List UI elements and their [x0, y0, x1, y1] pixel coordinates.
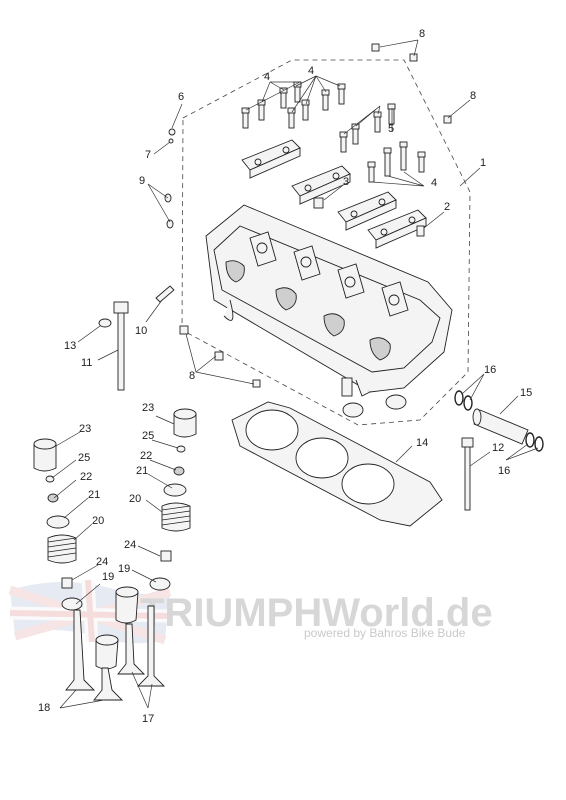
callout-15: 15: [520, 387, 532, 399]
callout-4c: 4: [431, 177, 437, 189]
camshaft-cap-4: [367, 209, 427, 249]
callout-18: 18: [38, 702, 50, 714]
callout-16b: 16: [498, 465, 510, 477]
callout-25a: 25: [78, 452, 90, 464]
callout-7: 7: [145, 149, 151, 161]
camshaft-cap-3: [337, 191, 397, 231]
callout-1: 1: [480, 157, 486, 169]
callout-13: 13: [64, 340, 76, 352]
callout-25b: 25: [142, 430, 154, 442]
camshaft-cap-bolts: [241, 81, 426, 183]
callout-2: 2: [444, 201, 450, 213]
callout-22a: 22: [80, 471, 92, 483]
callout-17: 17: [142, 713, 154, 725]
callout-24b: 24: [124, 539, 136, 551]
callout-8c: 8: [189, 370, 195, 382]
washer-13: [98, 318, 112, 328]
o-rings-16: [454, 390, 544, 452]
cylinder-head-bolt-11: [113, 301, 129, 391]
callout-5: 5: [388, 123, 394, 135]
callout-11: 11: [81, 357, 92, 369]
callout-19a: 19: [102, 571, 114, 583]
callout-20a: 20: [92, 515, 104, 527]
callout-21a: 21: [88, 489, 100, 501]
callout-8a: 8: [419, 28, 425, 40]
callout-19b: 19: [118, 563, 130, 575]
valve-stack-left: [33, 438, 83, 611]
callout-14: 14: [416, 437, 428, 449]
valves-and-buckets: [65, 586, 166, 701]
callout-16a: 16: [484, 364, 496, 376]
camshaft-cap-1: [241, 139, 301, 179]
callout-labels: 1 2 3 4 4 4 5 6 7 8 8 8 9 10 11 12 13 14…: [38, 28, 532, 725]
callout-21b: 21: [136, 465, 148, 477]
callout-12: 12: [492, 442, 504, 454]
watermark-subtitle: powered by Bahros Bike Bude: [304, 626, 466, 640]
cylinder-head-bolt-12: [461, 437, 474, 511]
leader-lines: [51, 39, 539, 709]
callout-3: 3: [343, 176, 349, 188]
callout-8b: 8: [470, 90, 476, 102]
camshaft-cap-2: [291, 165, 351, 205]
valve-stack-right: [149, 408, 197, 591]
callout-23a: 23: [79, 423, 91, 435]
callout-20b: 20: [129, 493, 141, 505]
callout-10: 10: [135, 325, 147, 337]
callout-4b: 4: [308, 65, 314, 77]
callout-24a: 24: [96, 556, 108, 568]
watermark-title: TRIUMPHWorld.de: [140, 591, 493, 635]
callout-6: 6: [178, 91, 184, 103]
callout-4a: 4: [264, 71, 270, 83]
cylinder-head-casting: [205, 204, 453, 397]
head-gasket-14: [231, 401, 443, 527]
oil-feed-pipe-15: [472, 408, 529, 445]
callout-9: 9: [139, 175, 145, 187]
callout-22b: 22: [140, 450, 152, 462]
callout-23b: 23: [142, 402, 154, 414]
